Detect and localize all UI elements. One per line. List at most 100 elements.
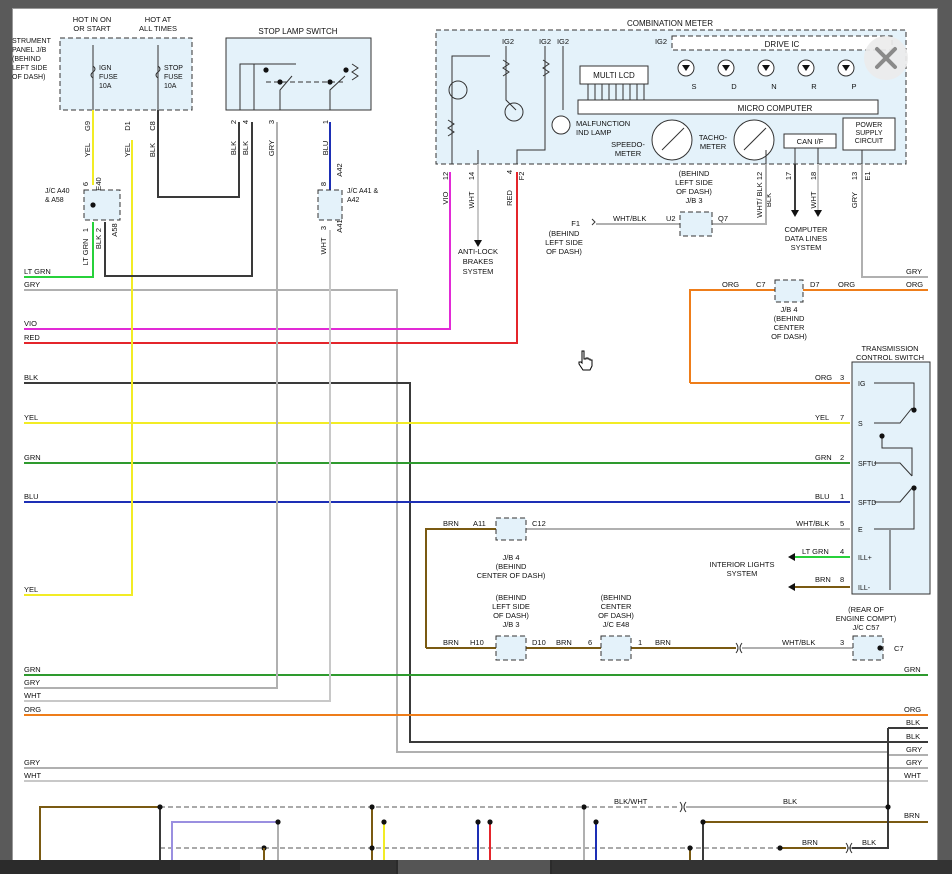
ig2-label-3: IG2 [557,37,569,46]
toolbar-segment [240,860,396,874]
wire-label-t_1: 1 [840,492,844,501]
bottom-splice-dot [593,819,599,825]
wire-label-cm_wht2: WHT [809,191,818,208]
f1-location-label: (BEHIND [549,229,580,238]
instrument-panel-jb [59,37,193,111]
wire-label-f1_wb: WHT/BLK [613,214,646,223]
wire-label-l_6: 6 [588,638,592,647]
jc-a40-label: & A58 [45,197,64,204]
slsw-dot [343,67,349,73]
jc-c57-label: J/C C57 [852,623,879,632]
jb4-mid-label: (BEHIND [496,562,527,571]
cm-transistor-icon [504,102,524,122]
wire-whtblk-q7 [712,164,767,225]
bottom-splice-dot [157,804,163,810]
wire-label-sl4: 4 [241,120,250,124]
wire-gry-e1 [861,164,928,278]
can-if-label: CAN I/F [797,137,824,146]
jb4-top-label: J/B 4 [780,305,797,314]
jb3-low-label: (BEHIND [496,593,527,602]
wire-label-bb_brn: BRN [802,838,818,847]
break-icon [735,642,743,654]
break-icon [845,842,853,854]
break-icon [679,801,687,813]
jc-a41-label: A42 [347,197,360,204]
gear-label-N: N [771,82,776,91]
tcs-terminal-IG: IG [858,381,865,388]
ig2-label-2: IG2 [539,37,551,46]
bottom-splice-dot [487,819,493,825]
wire-blk-main [24,382,889,743]
tachometer-label: TACHO- [699,133,728,142]
slsw-dot [277,79,283,85]
multi-lcd-label: MULTI LCD [593,71,635,80]
hand-cursor-icon [578,350,593,371]
wire-label-r_org2: ORG [24,705,41,714]
tcs-terminal-ILL-: ILL- [858,585,871,592]
power-supply-label: CIRCUIT [855,138,884,145]
wire-label-cm_12b: 12 [755,172,764,180]
stop-fuse-label: 10A [164,83,177,90]
ign-fuse-label: FUSE [99,74,118,81]
wire-label-t_brn: BRN [815,575,831,584]
gear-label-P: P [851,82,856,91]
toolbar-segment [552,860,952,874]
tcs-internal [874,382,915,410]
jb3-low-label: OF DASH) [493,611,529,620]
slsw-coil-icon [351,63,359,81]
wire-brn-bottom-left [39,806,160,862]
wire-gry-main [24,289,888,753]
jc-e48-label: CENTER [601,602,632,611]
jb3-top-label: J/B 3 [685,196,702,205]
toolbar-segment-active[interactable] [398,860,550,874]
wire-wht-a41 [24,230,331,702]
tcs-terminal-S: S [858,421,863,428]
led-icon [682,65,690,71]
jc-e48-label: J/C E48 [603,620,630,629]
ipjb-title: OF DASH) [12,74,45,81]
ign-fuse-label: 10A [99,83,112,90]
f1-label: F1 [571,219,580,228]
ig2-label-4: IG2 [655,37,667,46]
wire-label-sl_gry: GRY [267,140,276,156]
wire-label-cm_12: 12 [441,172,450,180]
jb3-top-label: OF DASH) [676,187,712,196]
gear-label-S: S [691,82,696,91]
led-icon [802,65,810,71]
cdl-arrow-icon [791,210,799,217]
cm-internal [451,55,490,150]
bottom-splice-dot [885,804,891,810]
jcc57-dot [877,645,883,651]
wire-label-d10: D10 [532,638,546,647]
jb4-top [774,279,804,303]
malfunction-lamp-icon [551,115,571,135]
ipjb-title: PANEL J/B [12,47,47,54]
interior-arrow-icon [788,583,795,591]
wire-label-sl_blk1: BLK [229,141,238,155]
close-button[interactable] [864,36,908,80]
computer-data-lines-label: DATA LINES [785,234,827,243]
led-icon [762,65,770,71]
wire-label-h10: H10 [470,638,484,647]
anti-lock-label: BRAKES [463,257,493,266]
wire-label-a41_8: 8 [319,182,328,186]
wire-label-bb_blk: BLK [862,838,876,847]
wire-label-a41_a41: A41 [335,219,344,232]
wire-label-t_3: 3 [840,373,844,382]
wire-label-cm_13: 13 [850,172,859,180]
wire-label-a40_2: 2 [94,228,103,232]
wire-yel-d1 [24,140,133,596]
wire-label-a41_3: 3 [319,226,328,230]
jb4-top-label: OF DASH) [771,332,807,341]
jc-e48-label: OF DASH) [598,611,634,620]
micro-computer-box [577,99,879,115]
stop-fuse-label: FUSE [164,74,183,81]
combination-meter-title: COMBINATION METER [627,19,713,28]
hot-at-all-times-label: ALL TIMES [139,24,177,33]
wire-label-d7: D7 [810,280,820,289]
wire-label-cm_red: RED [505,190,514,206]
jc-a41-label: J/C A41 & [347,188,378,195]
wire-blk-a40 [104,122,253,277]
wire-label-t_8: 8 [840,575,844,584]
